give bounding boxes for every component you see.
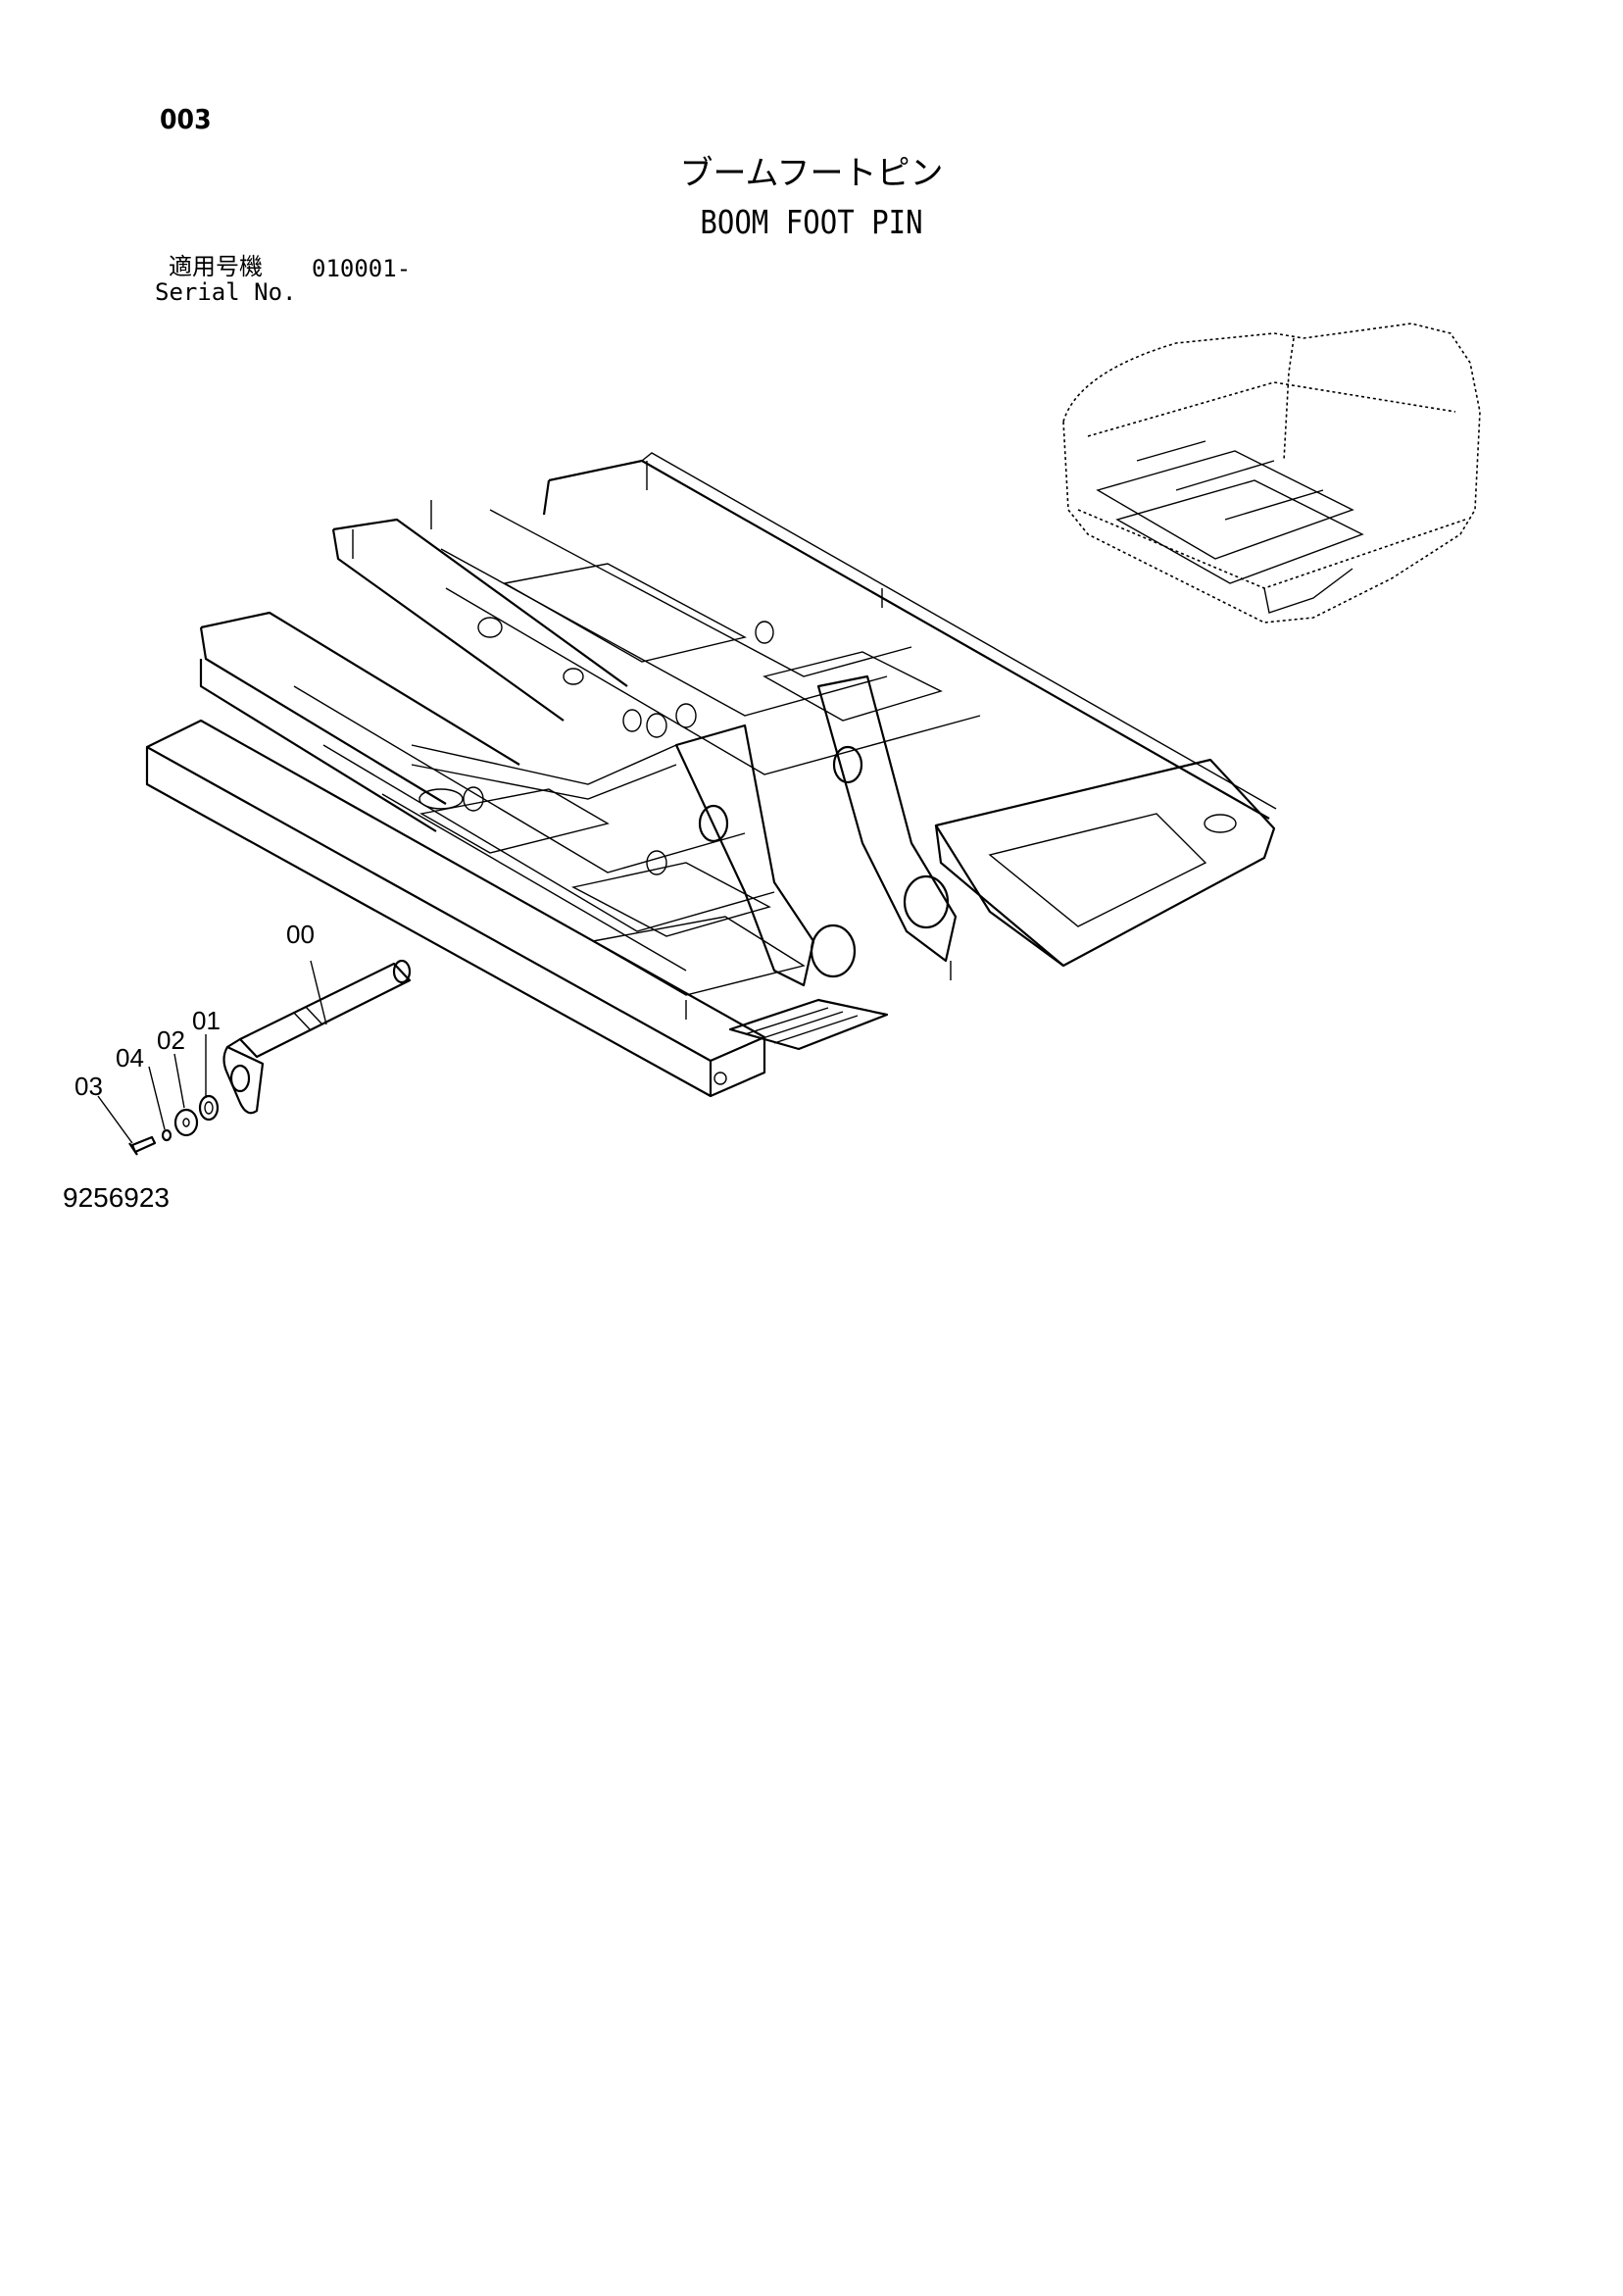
washer-01 bbox=[198, 1094, 220, 1122]
callout-00: 00 bbox=[286, 920, 315, 949]
machine-inset bbox=[1062, 323, 1481, 624]
callout-03: 03 bbox=[74, 1072, 103, 1101]
title-japanese: ブームフートピン bbox=[679, 154, 944, 193]
bolt-03 bbox=[128, 1135, 157, 1156]
callout-01: 01 bbox=[192, 1006, 221, 1035]
callout-04: 04 bbox=[116, 1043, 144, 1073]
revolving-frame bbox=[145, 452, 1277, 1098]
leader-lines bbox=[97, 960, 327, 1144]
drawing-number: 9256923 bbox=[63, 1182, 171, 1213]
serial-label-english: Serial No. bbox=[155, 278, 297, 306]
serial-value: 010001- bbox=[312, 255, 412, 282]
callout-02: 02 bbox=[157, 1025, 185, 1055]
title-english: BOOM FOOT PIN bbox=[700, 203, 923, 241]
lock-washer-04 bbox=[161, 1128, 172, 1142]
serial-label-japanese: 適用号機 bbox=[169, 253, 263, 280]
plate-02 bbox=[173, 1108, 199, 1137]
parts-diagram: 00 01 02 04 03 bbox=[74, 323, 1481, 1156]
page-number: 003 bbox=[160, 103, 212, 135]
boom-foot-pin bbox=[222, 959, 412, 1115]
